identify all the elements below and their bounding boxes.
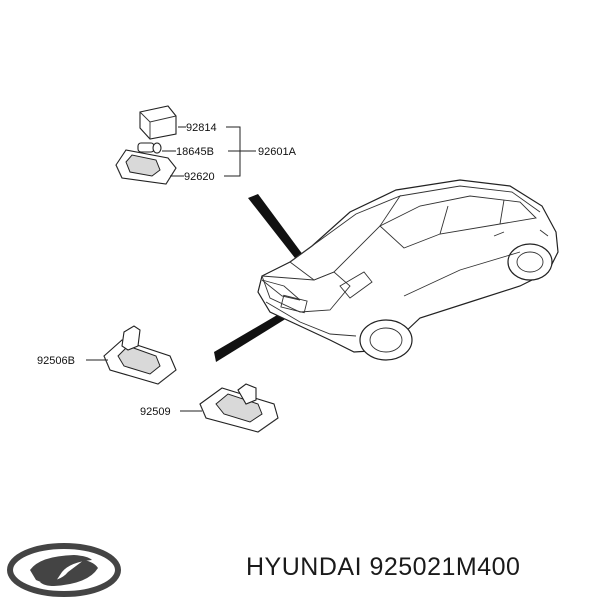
label-92509: 92509: [140, 406, 171, 418]
car-illustration: [257, 179, 559, 361]
part-number-caption: HYUNDAI 925021M400: [246, 553, 521, 581]
label-92506B: 92506B: [37, 355, 75, 367]
lamp-part-92506B: [103, 325, 177, 385]
label-92620: 92620: [184, 171, 215, 183]
hyundai-logo: [7, 543, 121, 597]
label-18645B: 18645B: [176, 146, 214, 158]
housing-part-92620: [115, 149, 177, 185]
label-92601A: 92601A: [258, 146, 297, 158]
pointer-arrow-lower: [214, 304, 300, 362]
lens-part-92814: [139, 105, 177, 140]
label-92814: 92814: [186, 122, 217, 134]
lamp-part-92509: [199, 383, 279, 433]
bulb-part-18645B: [137, 142, 162, 154]
